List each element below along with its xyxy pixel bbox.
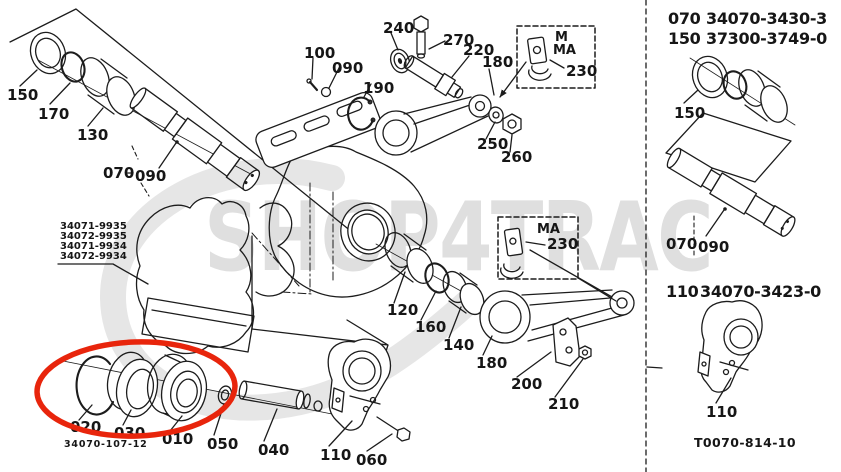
part-number-1: 34071-9935 bbox=[60, 221, 127, 232]
clamp-box-top bbox=[516, 25, 596, 89]
box-label-m: M bbox=[555, 30, 568, 45]
right-header-ref-150: 150 bbox=[668, 29, 701, 48]
leader-lines bbox=[19, 32, 617, 452]
figure-ref: 34070-107-12 bbox=[64, 439, 148, 450]
callout-060: 060 bbox=[356, 451, 387, 469]
right-art bbox=[646, 55, 796, 404]
bolt-210-drawing bbox=[578, 345, 592, 360]
washer-250-drawing bbox=[488, 106, 504, 124]
callout-090: 090 bbox=[135, 167, 166, 185]
clamp-box-mid bbox=[497, 216, 579, 280]
clamp-110-drawing bbox=[327, 338, 392, 431]
part-number-3: 34071-9934 bbox=[60, 241, 127, 252]
nut-260-drawing bbox=[502, 113, 522, 135]
right-callout-090: 090 bbox=[698, 238, 729, 256]
callout-220: 220 bbox=[463, 41, 494, 59]
bracket-200-drawing bbox=[552, 317, 581, 367]
callout-210: 210 bbox=[548, 395, 579, 413]
sheet-edge-right bbox=[665, 112, 792, 183]
callout-270: 270 bbox=[443, 31, 474, 49]
callout-250: 250 bbox=[477, 135, 508, 153]
part-number-4: 34072-9934 bbox=[60, 251, 127, 262]
ring-150-right-drawing bbox=[691, 55, 729, 99]
clamp-110-right-drawing bbox=[697, 300, 763, 393]
lift-arm-upper-drawing bbox=[374, 94, 492, 156]
right-header-num-150: 37300-3749-0 bbox=[706, 29, 827, 48]
part-number-leader bbox=[57, 263, 149, 285]
part-number-2: 34072-9935 bbox=[60, 231, 127, 242]
screw-100-drawing bbox=[306, 78, 319, 92]
callout-170: 170 bbox=[38, 105, 69, 123]
right-callout-150: 150 bbox=[674, 104, 705, 122]
right-section-num: 34070-3423-0 bbox=[700, 282, 821, 301]
callout-230: 230 bbox=[566, 62, 597, 80]
bushing-130-drawing bbox=[80, 57, 136, 116]
ring-150-drawing bbox=[29, 31, 67, 75]
callout-140: 140 bbox=[443, 336, 474, 354]
callout-130: 130 bbox=[77, 126, 108, 144]
callout-200: 200 bbox=[511, 375, 542, 393]
callout-050: 050 bbox=[207, 435, 238, 453]
callout-260: 260 bbox=[501, 148, 532, 166]
main-labels: 150 170 130 070 090 100 090 190 240 270 … bbox=[7, 19, 597, 469]
cylinder-220-drawing bbox=[403, 55, 464, 99]
box-label-ma: MA bbox=[553, 43, 576, 58]
right-footer-code: T0070-814-10 bbox=[694, 435, 796, 450]
callout-180b: 180 bbox=[476, 354, 507, 372]
right-header-ref-070: 070 bbox=[668, 9, 701, 28]
callout-150: 150 bbox=[7, 86, 38, 104]
oring-right-drawing bbox=[722, 70, 748, 100]
right-header-num-070: 34070-3430-3 bbox=[706, 9, 827, 28]
bolt-060-drawing bbox=[376, 416, 411, 442]
bolt-270-drawing bbox=[413, 15, 429, 59]
watermark-text: SHOP4TRAC bbox=[204, 183, 712, 293]
ball-090-drawing bbox=[320, 86, 332, 98]
callout-230b: 230 bbox=[547, 235, 578, 253]
callout-100: 100 bbox=[304, 44, 335, 62]
splined-shaft-drawing bbox=[129, 87, 261, 192]
right-callout-110: 110 bbox=[706, 403, 737, 421]
housing-drawing bbox=[251, 92, 428, 399]
callout-090b: 090 bbox=[332, 59, 363, 77]
splined-shaft-right-drawing bbox=[666, 147, 796, 237]
lift-arm-lower-drawing bbox=[479, 289, 635, 344]
callout-070: 070 bbox=[103, 164, 134, 182]
sheet-edge-topleft bbox=[9, 8, 353, 233]
bushing-120-drawing bbox=[384, 232, 434, 284]
callout-160: 160 bbox=[415, 318, 446, 336]
snap-ring-190-drawing bbox=[347, 96, 376, 131]
bushing-right-drawing bbox=[738, 69, 788, 123]
box-label-ma2: MA bbox=[537, 222, 560, 237]
callout-110: 110 bbox=[320, 446, 351, 464]
seal-010-drawing bbox=[146, 353, 208, 422]
bushing-140-drawing bbox=[442, 270, 485, 316]
callout-190: 190 bbox=[363, 79, 394, 97]
callout-120: 120 bbox=[387, 301, 418, 319]
right-labels: 070 34070-3430-3 150 37300-3749-0 150 07… bbox=[666, 9, 827, 450]
seal-kit-drawing bbox=[57, 351, 333, 422]
callout-240: 240 bbox=[383, 19, 414, 37]
grommet-240-drawing bbox=[389, 48, 411, 74]
oring-170-drawing bbox=[60, 51, 86, 83]
snap-ring-020-drawing bbox=[75, 355, 115, 416]
pin-040-drawing bbox=[238, 380, 323, 412]
callout-180: 180 bbox=[482, 53, 513, 71]
right-callout-070: 070 bbox=[666, 235, 697, 253]
callout-040: 040 bbox=[258, 441, 289, 459]
right-section-ref: 110 bbox=[666, 282, 699, 301]
gear-case-drawing bbox=[135, 197, 295, 355]
highlight-oval bbox=[34, 339, 238, 439]
main-art bbox=[9, 8, 635, 452]
right-leaders bbox=[646, 89, 732, 404]
